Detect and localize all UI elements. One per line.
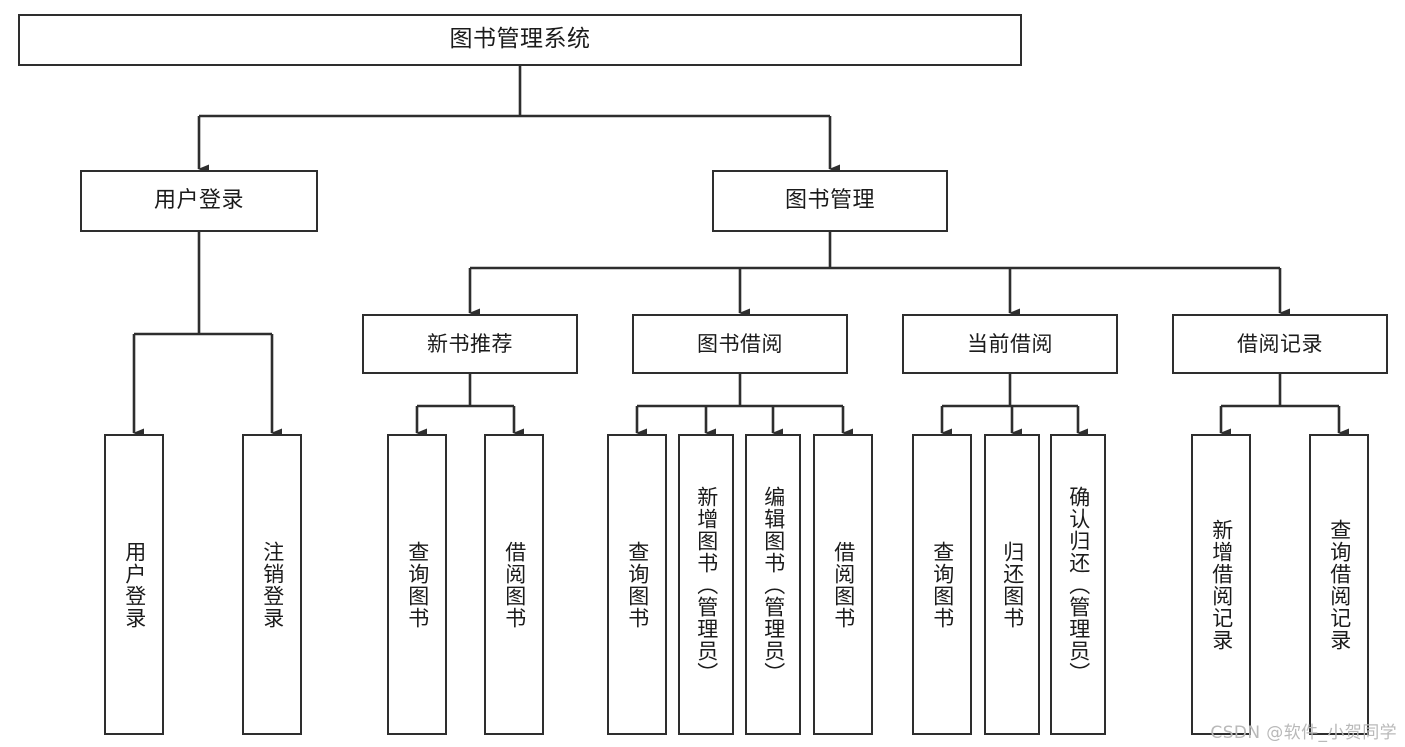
- node-label: 查询借阅记录: [1327, 518, 1352, 651]
- node-label: 归还图书: [1000, 540, 1025, 629]
- node-label: 借阅图书: [831, 540, 856, 629]
- node-leaf-query-book-2[interactable]: 查询图书: [607, 434, 667, 735]
- node-leaf-borrow-book-2[interactable]: 借阅图书: [813, 434, 873, 735]
- node-leaf-query-record[interactable]: 查询借阅记录: [1309, 434, 1369, 735]
- node-label: 用户登录: [153, 188, 244, 214]
- node-leaf-user-login[interactable]: 用户登录: [104, 434, 164, 735]
- node-borrow-record[interactable]: 借阅记录: [1172, 314, 1388, 374]
- node-leaf-add-book[interactable]: 新增图书（管理员）: [678, 434, 734, 735]
- node-label: 新增借阅记录: [1209, 518, 1234, 651]
- node-label: 借阅图书: [502, 540, 527, 629]
- node-book-manage[interactable]: 图书管理: [712, 170, 948, 232]
- node-leaf-return-book[interactable]: 归还图书: [984, 434, 1040, 735]
- node-leaf-user-logout[interactable]: 注销登录: [242, 434, 302, 735]
- node-label: 借阅记录: [1237, 331, 1323, 356]
- node-book-borrow[interactable]: 图书借阅: [632, 314, 848, 374]
- node-label: 当前借阅: [967, 331, 1053, 356]
- node-label: 编辑图书（管理员）: [761, 485, 786, 684]
- watermark: CSDN @软件_小贺同学: [1210, 723, 1397, 743]
- node-label: 新书推荐: [427, 331, 513, 356]
- node-label: 图书管理: [784, 188, 875, 214]
- node-root[interactable]: 图书管理系统: [18, 14, 1022, 66]
- node-label: 查询图书: [405, 540, 430, 629]
- node-leaf-borrow-book-1[interactable]: 借阅图书: [484, 434, 544, 735]
- node-label: 注销登录: [260, 540, 285, 629]
- node-current-borrow[interactable]: 当前借阅: [902, 314, 1118, 374]
- node-leaf-add-record[interactable]: 新增借阅记录: [1191, 434, 1251, 735]
- node-leaf-query-book-1[interactable]: 查询图书: [387, 434, 447, 735]
- node-leaf-confirm-return[interactable]: 确认归还（管理员）: [1050, 434, 1106, 735]
- node-label: 用户登录: [122, 540, 147, 629]
- node-new-book-recommend[interactable]: 新书推荐: [362, 314, 578, 374]
- node-user-login[interactable]: 用户登录: [80, 170, 318, 232]
- node-leaf-edit-book[interactable]: 编辑图书（管理员）: [745, 434, 801, 735]
- node-label: 图书借阅: [697, 331, 783, 356]
- node-label: 新增图书（管理员）: [694, 485, 719, 684]
- node-leaf-query-book-3[interactable]: 查询图书: [912, 434, 972, 735]
- node-label: 查询图书: [930, 540, 955, 629]
- node-label: 查询图书: [625, 540, 650, 629]
- node-label: 确认归还（管理员）: [1066, 485, 1091, 684]
- node-label: 图书管理系统: [449, 26, 591, 53]
